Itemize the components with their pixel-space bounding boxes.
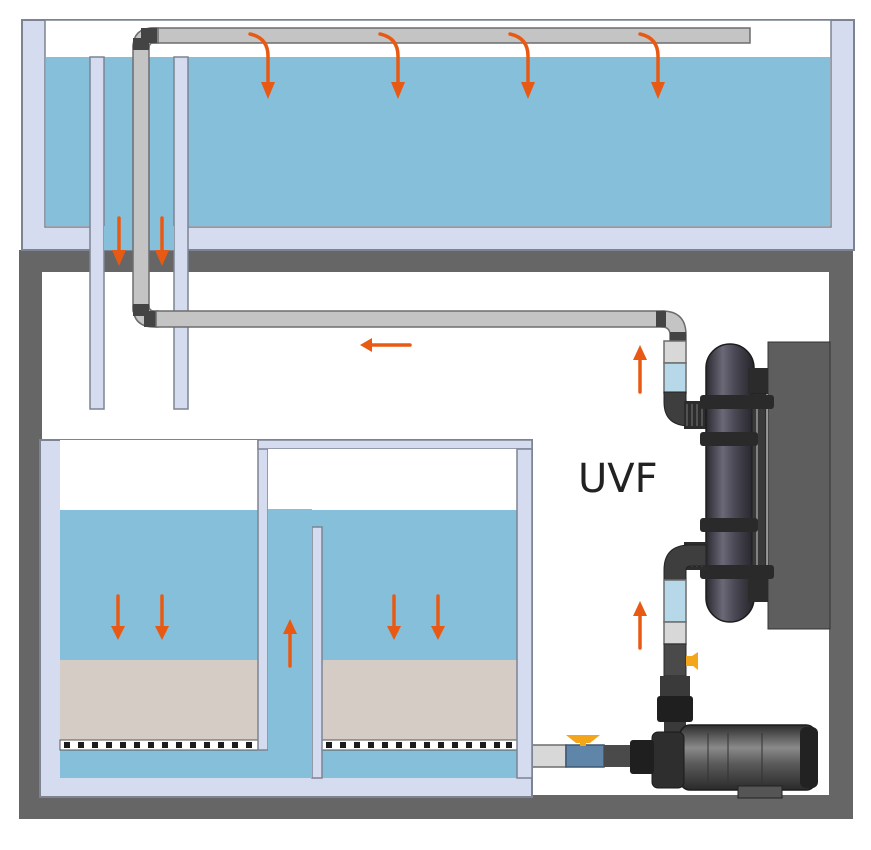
uv-body bbox=[705, 343, 755, 623]
baffle-left bbox=[257, 439, 269, 751]
arrow-curved-2 bbox=[378, 32, 400, 88]
overflow-wall-right bbox=[173, 56, 189, 410]
uv-inlet-bottom-pipe-grey bbox=[663, 621, 687, 645]
uv-mount-panel bbox=[767, 341, 831, 630]
return-pipe-elbow-bottom-collar-h bbox=[144, 311, 158, 327]
baffle-right bbox=[311, 526, 323, 779]
suction-pipe-blue bbox=[565, 744, 605, 768]
plenum-plate-left bbox=[59, 739, 261, 751]
return-pipe-top bbox=[149, 27, 751, 44]
plenum-holes bbox=[64, 742, 512, 748]
flow-arrows bbox=[116, 32, 660, 668]
uv-clamp-mid2 bbox=[700, 518, 758, 532]
display-tank-water bbox=[46, 57, 830, 226]
return-pipe-elbow-right-collar-v bbox=[670, 332, 686, 342]
arrow-curved-1 bbox=[248, 32, 270, 88]
pump-head bbox=[651, 731, 685, 789]
arrow-heads bbox=[111, 82, 665, 640]
baffle-top-cap bbox=[257, 439, 533, 450]
riser-pipe bbox=[663, 643, 687, 677]
horizontal-valve-handle bbox=[566, 735, 600, 743]
baffle-left-air bbox=[268, 449, 517, 509]
uv-clamp-mid1 bbox=[700, 432, 758, 446]
suction-pipe-grey bbox=[531, 744, 567, 768]
pump-foot bbox=[737, 785, 783, 799]
return-pipe-elbow-top-collar-v bbox=[133, 38, 149, 50]
sand-bed-left bbox=[60, 660, 260, 740]
uv-clamp-lower bbox=[700, 565, 774, 579]
plenum-plate-right bbox=[321, 739, 518, 751]
arrow-curved-4 bbox=[638, 32, 660, 88]
uv-clamp-upper bbox=[700, 395, 774, 409]
uv-inlet-top-pipe-clear bbox=[663, 362, 687, 394]
uv-bottom-elbow bbox=[663, 544, 707, 581]
riser-union bbox=[657, 696, 693, 722]
suction-union bbox=[630, 740, 654, 774]
arrow-curved-3 bbox=[508, 32, 530, 88]
sand-bed-right bbox=[322, 660, 517, 740]
pump-motor bbox=[679, 724, 817, 791]
return-pipe-elbow-right-collar bbox=[656, 311, 666, 327]
return-pipe-lower bbox=[155, 310, 665, 328]
riser-coupling bbox=[660, 676, 690, 696]
uv-bracket-top bbox=[748, 368, 768, 394]
vertical-valve-stem bbox=[686, 656, 694, 666]
sump-right-wall bbox=[516, 448, 533, 779]
uvf-label: UVF bbox=[578, 456, 658, 502]
horizontal-valve-stem bbox=[580, 740, 586, 746]
pump-endcap bbox=[800, 727, 818, 788]
uv-side-rail bbox=[751, 393, 767, 571]
suction-pipe-dark bbox=[604, 745, 634, 767]
uv-inlet-bottom-pipe-clear bbox=[663, 579, 687, 623]
overflow-wall-left bbox=[89, 56, 105, 410]
return-pipe-vertical bbox=[132, 44, 150, 312]
uv-inlet-top-pipe-grey bbox=[663, 340, 687, 364]
